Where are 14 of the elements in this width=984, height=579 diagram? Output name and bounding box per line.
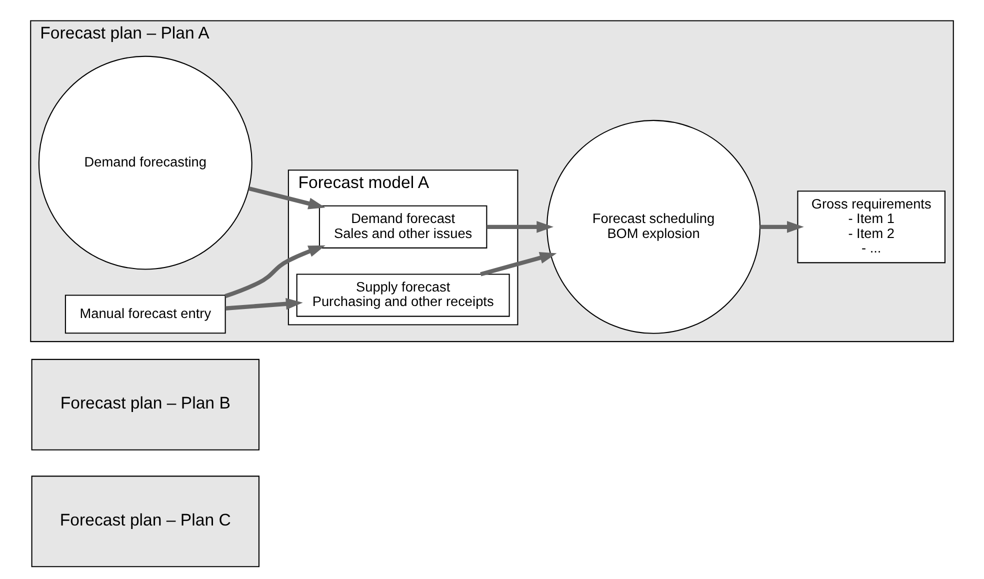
node-box: Manual forecast entry — [64, 294, 226, 334]
node-box: Demand forecast Sales and other issues — [318, 205, 488, 248]
arrow — [486, 221, 554, 233]
arrow — [760, 221, 804, 233]
arrow — [248, 186, 326, 210]
arrow — [225, 298, 303, 310]
node-box: Forecast plan – Plan C — [31, 476, 260, 568]
arrow — [480, 252, 557, 276]
node-box: Forecast plan – Plan B — [31, 358, 260, 450]
node-circle: Demand forecasting — [38, 56, 252, 270]
node-circle: Forecast scheduling BOM explosion — [546, 120, 760, 334]
node-box: Gross requirements - Item 1 - Item 2 - ... — [797, 190, 946, 264]
arrow — [224, 245, 326, 298]
node-box: Supply forecast Purchasing and other receipts — [296, 274, 510, 317]
